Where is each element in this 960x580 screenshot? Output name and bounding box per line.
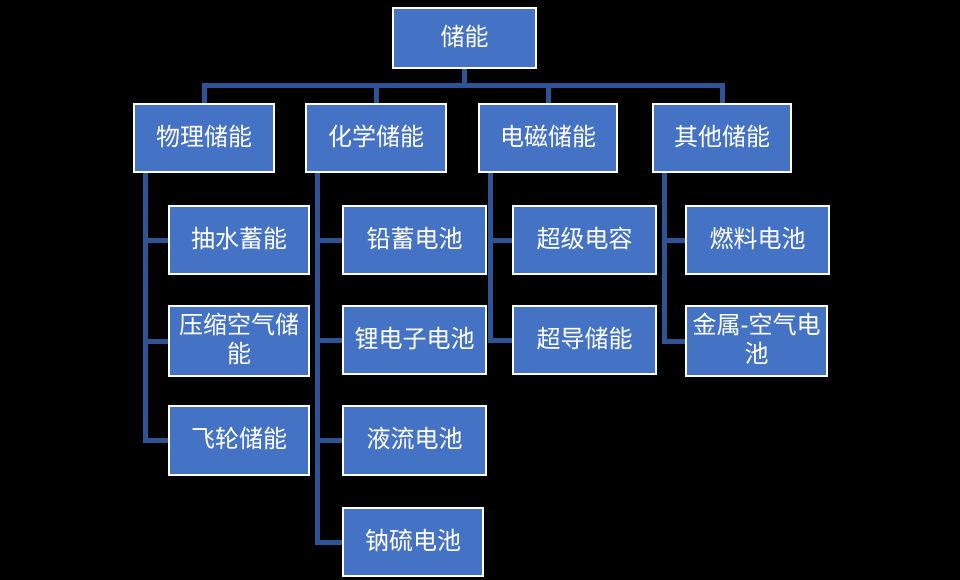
connector-physical-stub-3	[143, 438, 168, 443]
connector-physical-stub-2	[143, 339, 168, 344]
node-lithium-battery-label: 锂电子电池	[354, 325, 475, 353]
node-sodium-sulfur-battery-label: 钠硫电池	[365, 527, 461, 555]
node-physical-storage-label: 物理储能	[156, 123, 252, 151]
node-lithium-battery: 锂电子电池	[342, 305, 487, 375]
node-other-storage-label: 其他储能	[674, 123, 770, 151]
node-flywheel-label: 飞轮储能	[191, 426, 287, 454]
node-supercapacitor-label: 超级电容	[536, 225, 633, 253]
connector-other-stub-2	[662, 339, 685, 344]
node-flow-battery: 液流电池	[342, 405, 487, 476]
node-fuel-cell: 燃料电池	[685, 205, 830, 275]
connector-drop-chemical	[374, 85, 379, 103]
node-electromagnetic-storage-label: 电磁储能	[500, 123, 596, 151]
connector-other-vertical	[662, 173, 667, 343]
node-lead-acid-battery: 铅蓄电池	[342, 205, 487, 275]
connector-electromagnetic-stub-1	[488, 238, 512, 243]
node-superconducting-storage: 超导储能	[512, 305, 657, 375]
connector-drop-other	[720, 85, 725, 103]
node-metal-air-battery: 金属-空气电池	[685, 305, 828, 377]
node-pumped-hydro: 抽水蓄能	[168, 205, 310, 275]
connector-drop-electromagnetic	[546, 85, 551, 103]
connector-chemical-stub-4	[315, 540, 342, 545]
node-compressed-air: 压缩空气储能	[168, 305, 310, 377]
node-flywheel: 飞轮储能	[168, 405, 310, 476]
node-flow-battery-label: 液流电池	[366, 426, 463, 454]
connector-chemical-vertical	[315, 173, 320, 545]
node-lead-acid-battery-label: 铅蓄电池	[366, 225, 463, 253]
connector-electromagnetic-vertical	[488, 173, 493, 343]
node-chemical-storage-label: 化学储能	[328, 123, 424, 151]
connector-electromagnetic-stub-2	[488, 338, 512, 343]
node-other-storage: 其他储能	[652, 103, 792, 173]
node-compressed-air-label: 压缩空气储能	[179, 312, 299, 368]
node-energy-storage-label: 储能	[440, 23, 489, 51]
node-chemical-storage: 化学储能	[305, 103, 447, 173]
connector-chemical-stub-2	[315, 338, 342, 343]
connector-physical-stub-1	[143, 238, 168, 243]
connector-chemical-stub-3	[315, 438, 342, 443]
connector-other-stub-1	[662, 238, 685, 243]
connector-drop-physical	[202, 85, 207, 103]
connector-top-bus	[202, 83, 725, 88]
node-physical-storage: 物理储能	[133, 103, 275, 173]
node-superconducting-storage-label: 超导储能	[536, 325, 633, 353]
node-metal-air-battery-label: 金属-空气电池	[692, 312, 821, 368]
node-electromagnetic-storage: 电磁储能	[478, 103, 618, 173]
connector-physical-vertical	[143, 173, 148, 443]
node-pumped-hydro-label: 抽水蓄能	[191, 225, 287, 253]
node-supercapacitor: 超级电容	[512, 205, 657, 275]
node-sodium-sulfur-battery: 钠硫电池	[342, 507, 484, 577]
connector-chemical-stub-1	[315, 238, 342, 243]
connector-root-stub	[462, 69, 467, 85]
node-energy-storage: 储能	[392, 7, 537, 69]
node-fuel-cell-label: 燃料电池	[709, 225, 806, 253]
